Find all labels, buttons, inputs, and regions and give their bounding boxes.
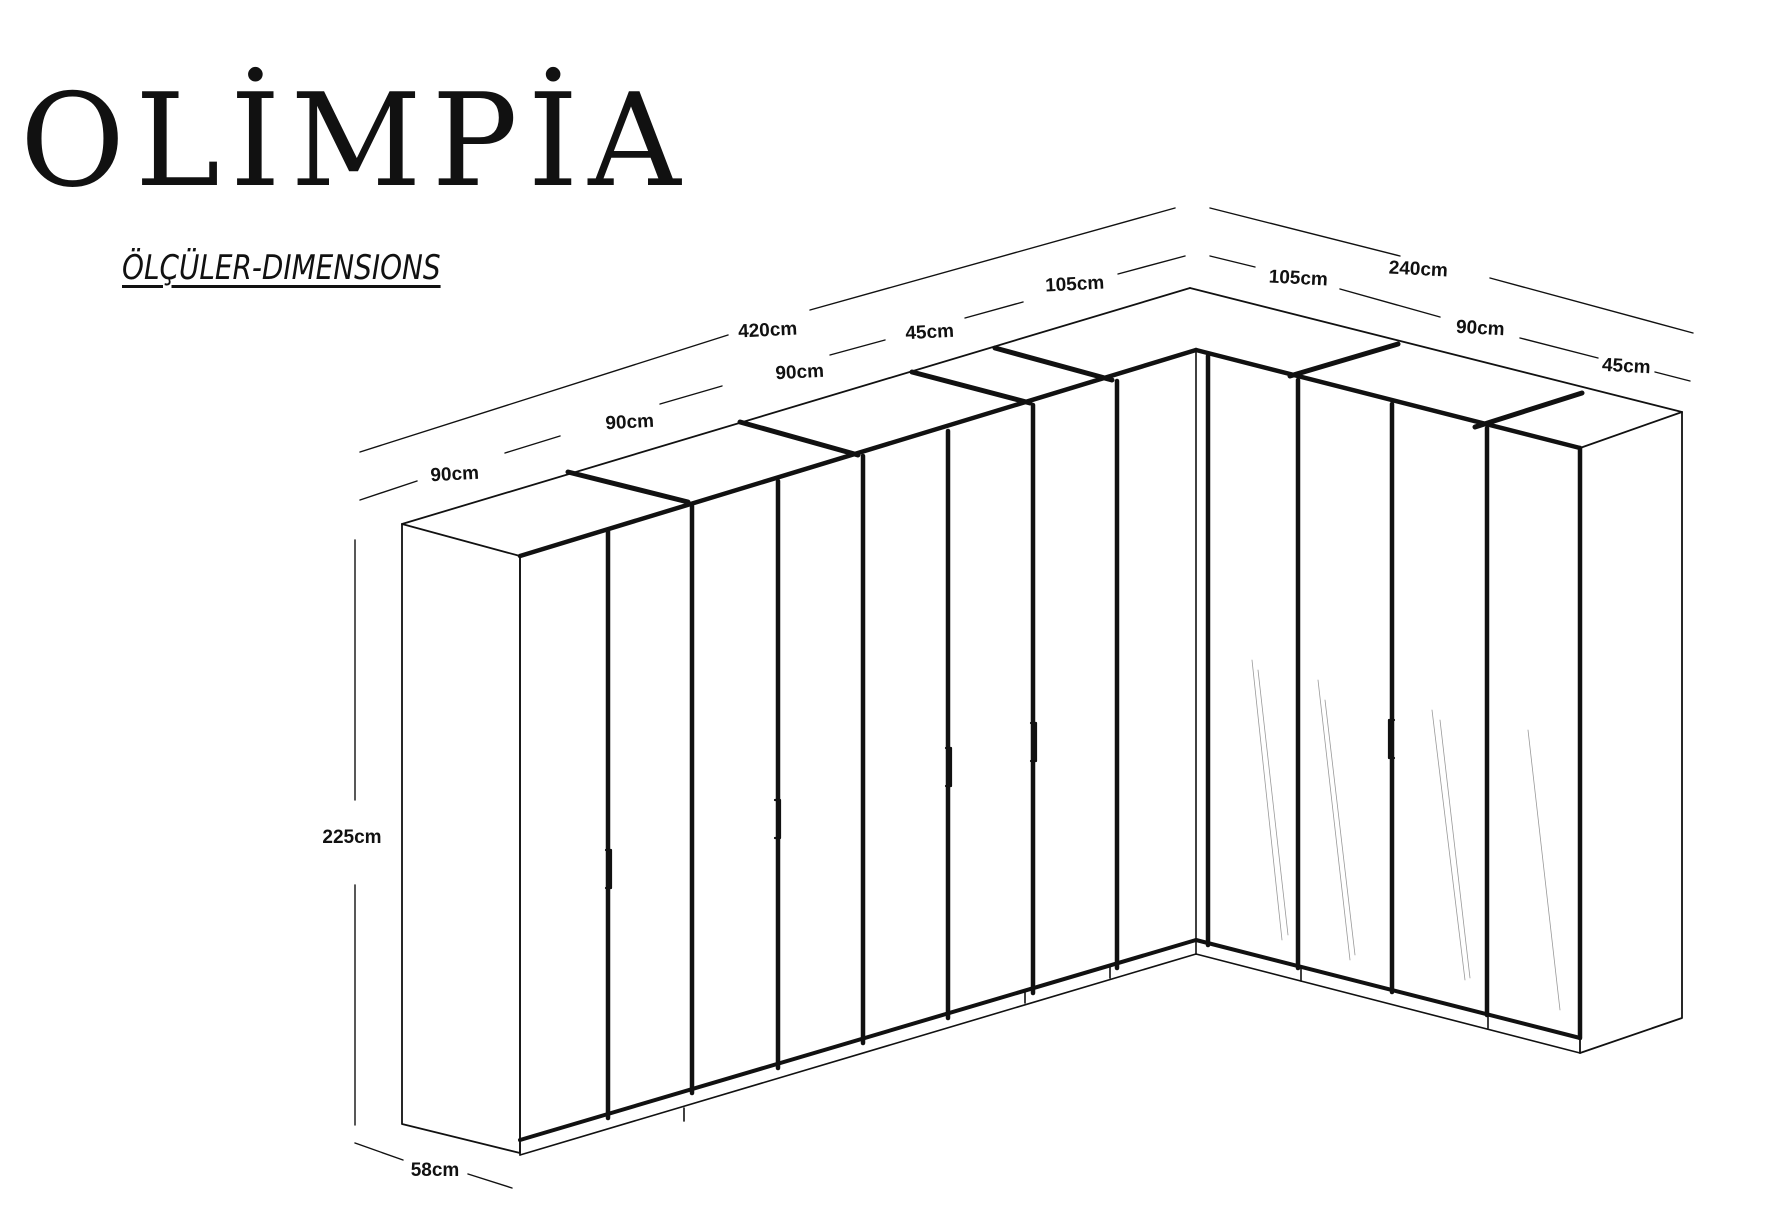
left-end-panel <box>401 523 521 1154</box>
dim-left-module-1-label: 90cm <box>430 463 480 487</box>
right-wall-outline <box>1189 287 1683 1054</box>
dim-height-label: 225cm <box>322 827 381 848</box>
dim-left-module-2-label: 90cm <box>605 411 655 435</box>
brand-logo-title: OLİMPİA <box>20 67 691 216</box>
dim-left-module-5-label: 105cm <box>1045 272 1105 296</box>
dimension-lines <box>354 207 1694 1189</box>
right-wall-doors <box>1205 353 1583 1041</box>
left-wall-doors <box>519 349 1197 1156</box>
left-wall-outline <box>401 287 1199 1156</box>
top-module-separators <box>565 341 1585 505</box>
dim-total-left-label: 420cm <box>738 318 798 342</box>
dim-total-right-label: 240cm <box>1388 257 1448 281</box>
dim-depth-label: 58cm <box>411 1160 460 1181</box>
dimensions-subtitle: ÖLÇÜLER-DIMENSIONS <box>122 248 441 288</box>
dim-left-module-3-label: 90cm <box>775 361 825 385</box>
dim-right-module-1-label: 105cm <box>1268 266 1328 290</box>
dimension-labels: 420cm 240cm 90cm 90cm 90cm 45cm 105cm 10… <box>322 257 1651 1181</box>
dim-right-module-3-label: 45cm <box>1601 355 1651 379</box>
dim-left-module-4-label: 45cm <box>905 321 955 345</box>
dim-right-module-2-label: 90cm <box>1455 317 1505 341</box>
right-end-panel <box>1579 411 1683 1054</box>
